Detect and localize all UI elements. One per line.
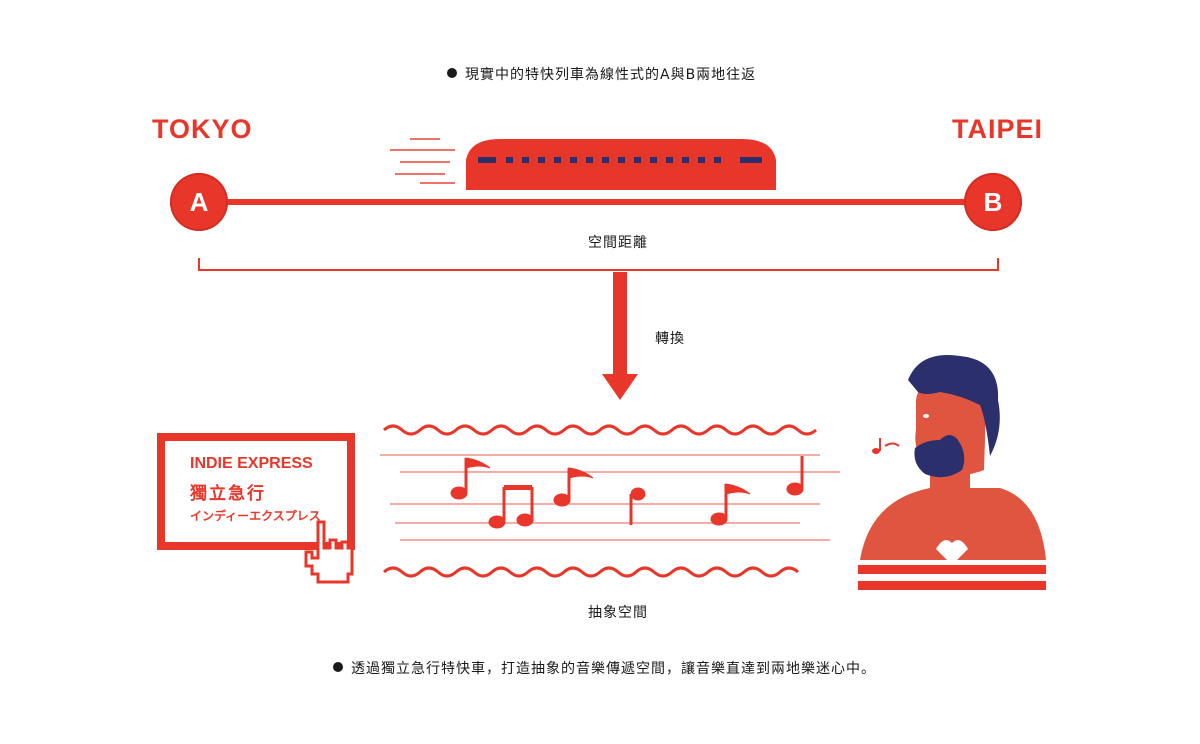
node-b: B [964,173,1022,231]
city-label-tokyo: TOKYO [152,114,253,144]
music-wave-top [383,424,817,436]
bullet-dot [447,68,457,78]
speed-lines [390,138,455,184]
transform-label: 轉換 [655,331,685,347]
music-notes [450,456,804,529]
distance-bracket [198,258,999,271]
card-title-ja: インディーエクスプレス [190,509,321,523]
node-a: A [170,173,228,231]
city-label-taipei: TAIPEI [952,114,1044,144]
top-caption: 現實中的特快列車為線性式的A與B兩地往返 [447,64,756,84]
bullet-dot [333,662,343,672]
hand-cursor-icon [304,520,354,584]
route-line [226,199,966,205]
bottom-caption-text: 透過獨立急行特快車，打造抽象的音樂傳遞空間，讓音樂直達到兩地樂迷心中。 [351,661,876,677]
train-icon [466,139,776,190]
staff-lines [380,454,840,541]
abstract-space-label: 抽象空間 [588,605,648,621]
man-illustration [858,355,1046,590]
music-wave-bottom [383,566,799,578]
down-arrow-icon [602,272,638,400]
top-caption-text: 現實中的特快列車為線性式的A與B兩地往返 [465,67,757,83]
bottom-caption: 透過獨立急行特快車，打造抽象的音樂傳遞空間，讓音樂直達到兩地樂迷心中。 [333,658,876,678]
distance-label: 空間距離 [588,235,648,251]
card-title-en: INDIE EXPRESS [190,455,313,472]
card-title-zh: 獨立急行 [190,484,266,504]
